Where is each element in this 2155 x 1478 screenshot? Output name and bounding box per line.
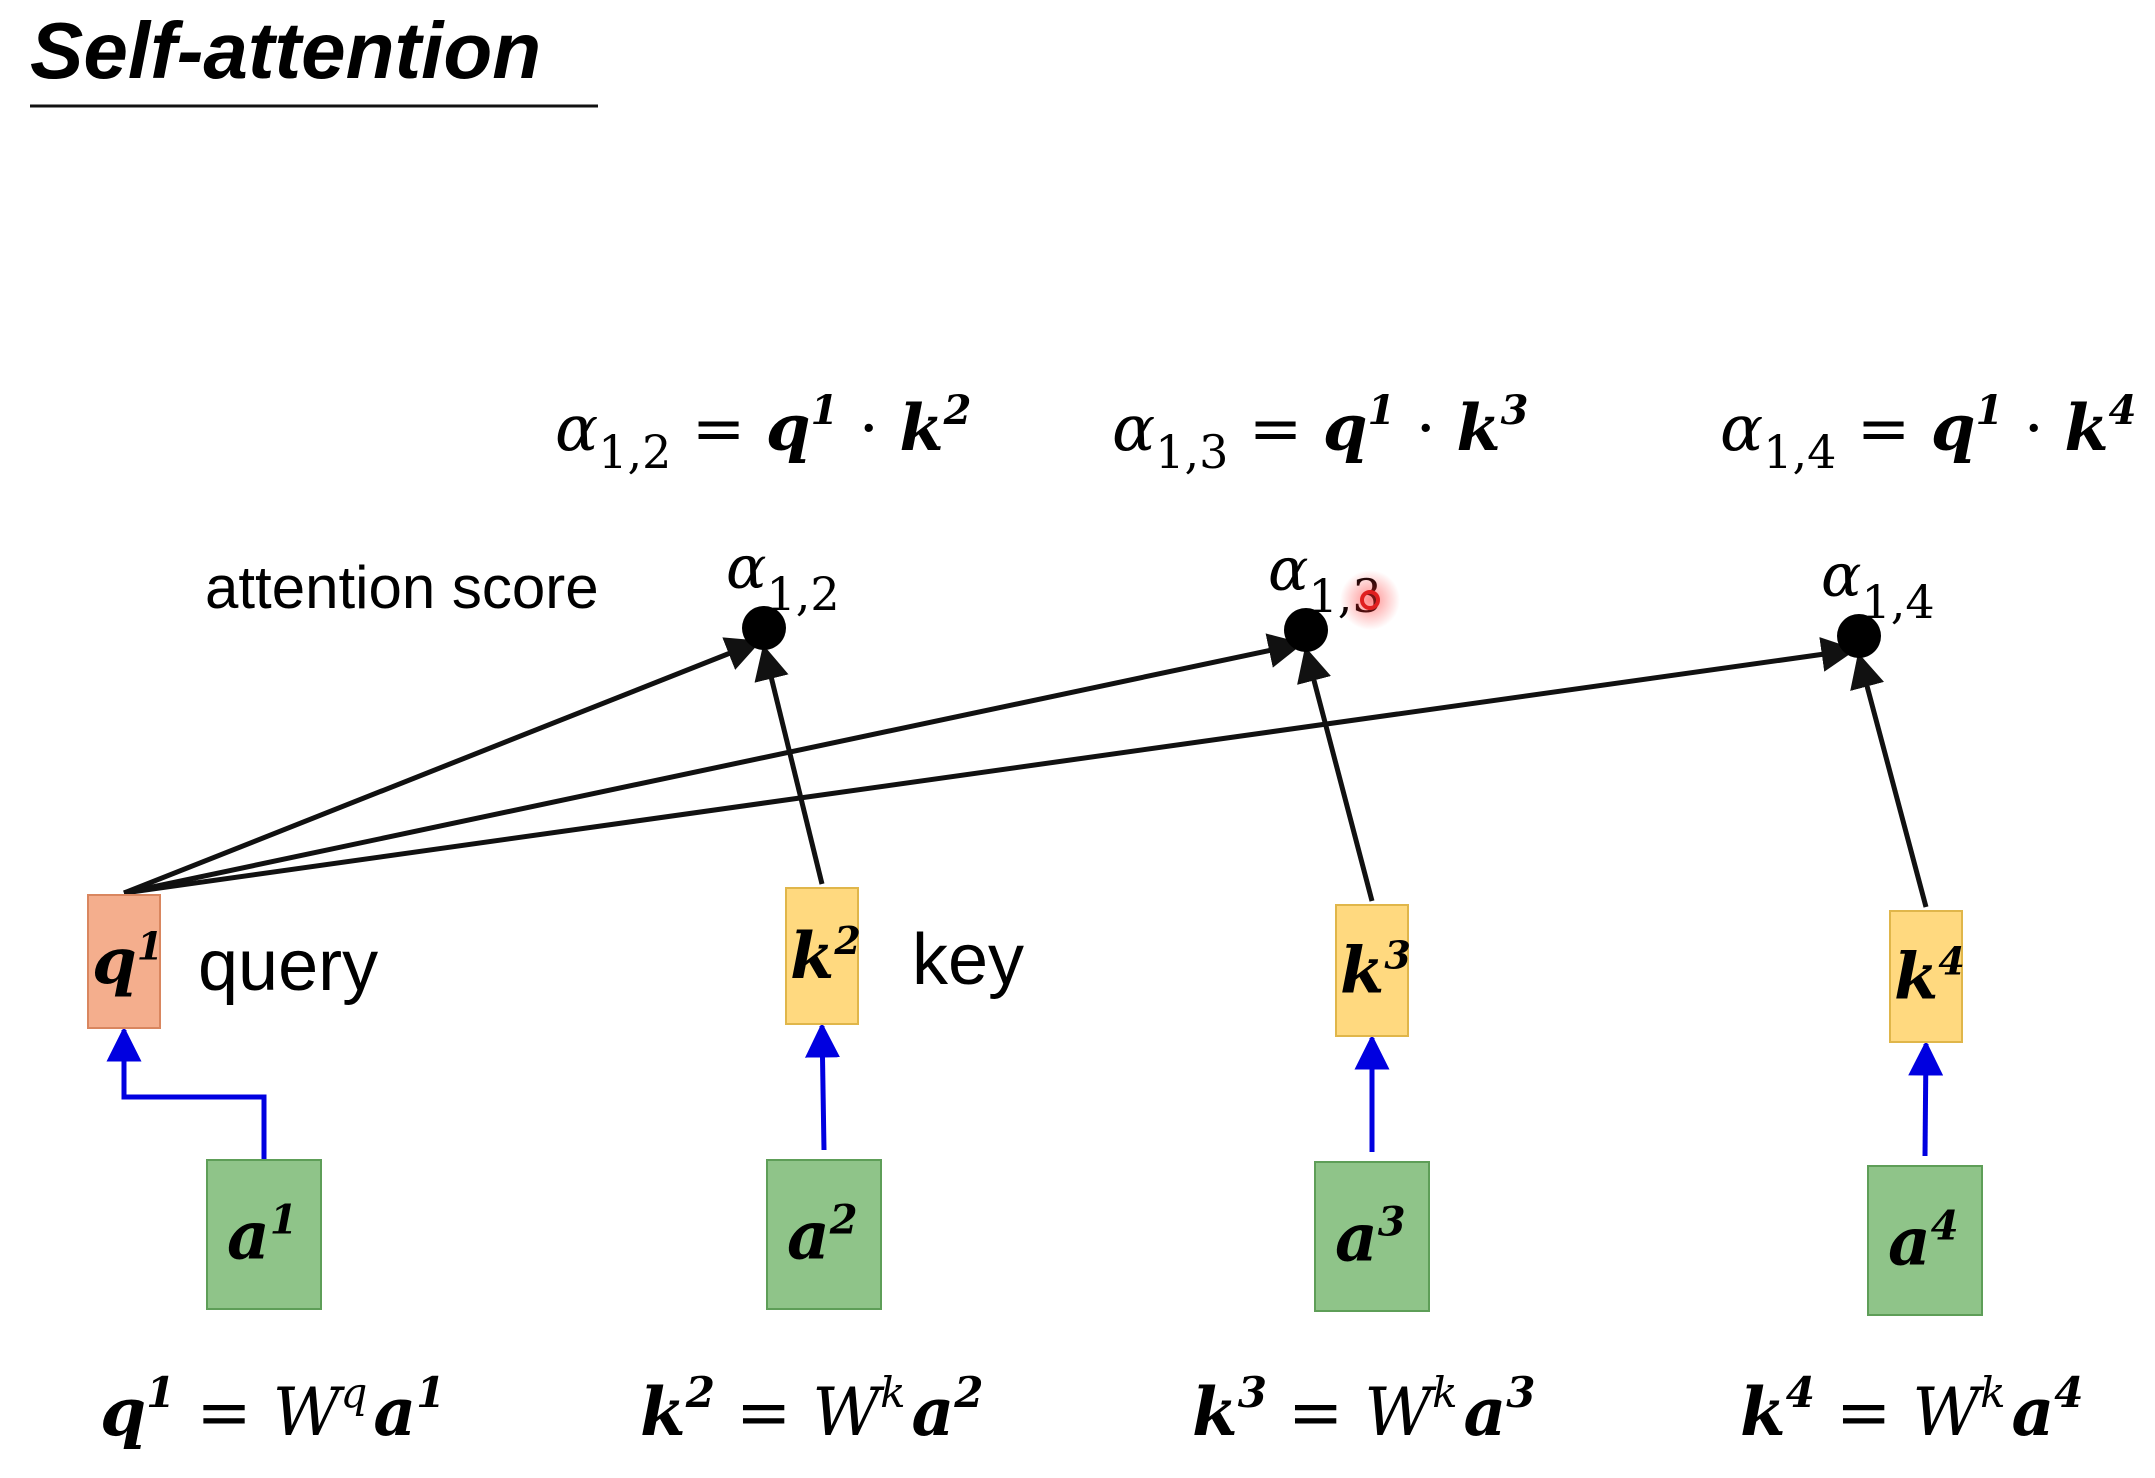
query-to-score-arrow-1-4 xyxy=(123,637,1857,896)
projection-arrow-4 xyxy=(1908,1040,1944,1157)
projection-arrow-2 xyxy=(805,1022,841,1151)
input-symbol: a3 xyxy=(1335,1199,1406,1277)
formula-k4: k4 = Wka4 xyxy=(1740,1368,2084,1451)
formula-k3: k3 = Wka3 xyxy=(1192,1368,1536,1451)
input-box-a2: a2 xyxy=(766,1159,882,1310)
projection-formulas: q1 = Wqa1 k2 = Wka2 k3 = Wka3 k4 = Wka4 xyxy=(100,1368,2084,1451)
input-symbol: a4 xyxy=(1888,1203,1959,1281)
score-label-1-4: α1,4 xyxy=(1821,541,1935,629)
input-boxes: a1 a2 a3 a4 xyxy=(206,1159,1983,1316)
score-label-1-2: α1,2 xyxy=(726,533,840,621)
attention-score-label: attention score xyxy=(205,554,599,621)
score-equation-1-2: α1,2 = q1 · k2 xyxy=(555,387,972,479)
score-nodes: α1,2α1,3α1,4 xyxy=(726,533,1935,658)
score-equations: α1,2 = q1 · k2 α1,3 = q1 · k3 α1,4 = q1 · … xyxy=(555,387,2137,479)
formula-q1: q1 = Wqa1 xyxy=(100,1368,445,1451)
score-node-1-4 xyxy=(1837,614,1881,658)
mouse-cursor xyxy=(1340,570,1400,630)
input-box-a1: a1 xyxy=(206,1159,322,1310)
input-symbol: a2 xyxy=(787,1197,858,1275)
projection-arrows xyxy=(106,1022,1944,1160)
query-label: query xyxy=(198,926,378,1006)
attention-arrows xyxy=(123,633,1929,908)
key-to-score-arrow-3 xyxy=(1297,646,1375,902)
vector-symbol: k2 xyxy=(790,918,861,994)
input-box-a3: a3 xyxy=(1314,1161,1430,1312)
score-node-1-2 xyxy=(742,606,786,650)
vector-boxes: q1 k2 k3 k4 xyxy=(87,887,1965,1043)
score-equation-1-3: α1,3 = q1 · k3 xyxy=(1112,387,1529,479)
key-box-k4: k4 xyxy=(1889,910,1965,1043)
key-box-k2: k2 xyxy=(785,887,861,1025)
query-to-score-arrow-1-2 xyxy=(123,637,762,896)
score-equation-1-4: α1,4 = q1 · k4 xyxy=(1720,387,2137,479)
key-to-score-arrow-2 xyxy=(754,644,825,885)
key-to-score-arrow-4 xyxy=(1850,652,1929,908)
vector-symbol: q1 xyxy=(92,924,163,1000)
vector-symbol: k4 xyxy=(1894,939,1965,1015)
projection-arrow-1 xyxy=(106,1026,267,1160)
formula-k2: k2 = Wka2 xyxy=(640,1368,984,1451)
query-to-score-arrow-1-3 xyxy=(123,633,1304,896)
key-label: key xyxy=(912,920,1024,1000)
page-title: Self-attention xyxy=(30,6,541,95)
key-box-k3: k3 xyxy=(1335,904,1411,1037)
input-box-a4: a4 xyxy=(1867,1165,1983,1316)
query-box-q1: q1 xyxy=(87,894,163,1029)
input-symbol: a1 xyxy=(227,1197,298,1275)
score-node-1-3 xyxy=(1284,608,1328,652)
vector-symbol: k3 xyxy=(1340,933,1411,1009)
